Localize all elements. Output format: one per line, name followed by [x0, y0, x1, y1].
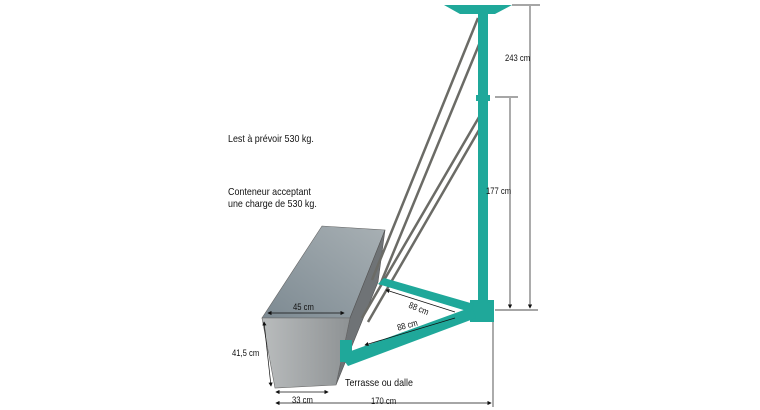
- container-note-line1: Conteneur acceptant: [228, 186, 311, 198]
- surface-note: Terrasse ou dalle: [345, 377, 413, 389]
- total-length-label: 170 cm: [371, 396, 397, 406]
- cables: [360, 17, 488, 323]
- total-height-label: 243 cm: [505, 53, 531, 63]
- box-base-width-label: 33 cm: [292, 395, 313, 405]
- ballast-note: Lest à prévoir 530 kg.: [228, 133, 314, 145]
- box-top-width-label: 45 cm: [293, 302, 314, 312]
- mast-height-label: 177 cm: [486, 186, 512, 196]
- ballast-container: [261, 225, 386, 389]
- container-note-line2: une charge de 530 kg.: [228, 198, 317, 210]
- box-height-label: 41,5 cm: [232, 348, 260, 358]
